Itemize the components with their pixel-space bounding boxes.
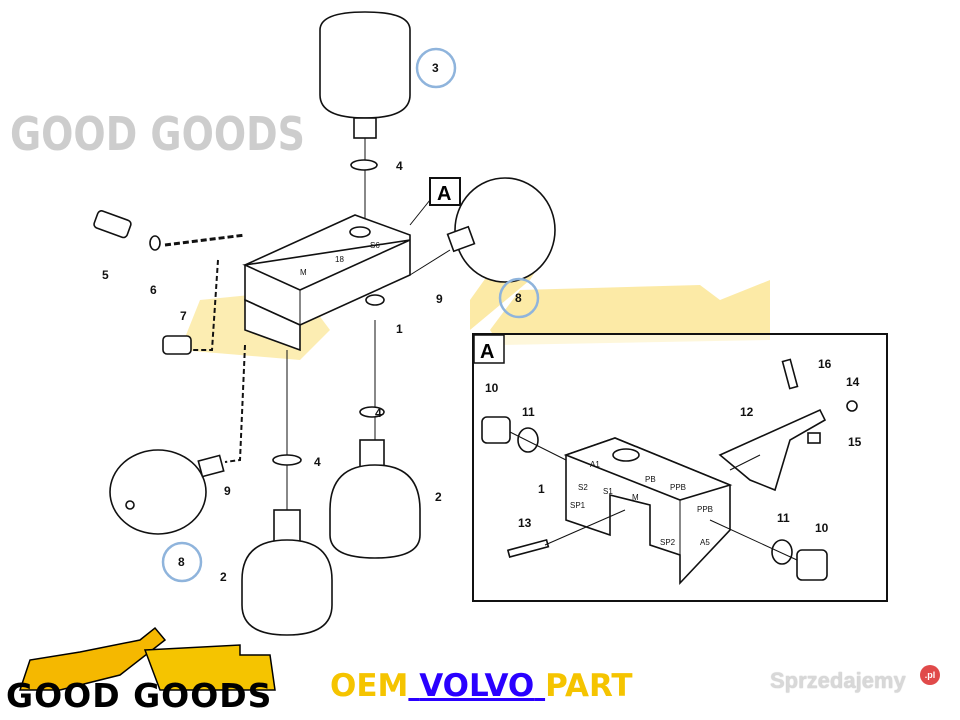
detail-view-a bbox=[472, 333, 888, 602]
accumulator-8-right bbox=[409, 177, 556, 283]
nut-14 bbox=[846, 400, 858, 412]
accumulator-8-left bbox=[109, 449, 225, 535]
callout-label: 8 bbox=[178, 555, 185, 569]
callout-circle bbox=[161, 541, 203, 583]
spacer-15 bbox=[807, 432, 821, 444]
callout-circle bbox=[498, 277, 540, 319]
bolt-16 bbox=[781, 358, 799, 390]
callout-label: 4 bbox=[314, 455, 321, 469]
callout-label: 4 bbox=[375, 406, 382, 420]
inset-callout-label: 10 bbox=[815, 521, 829, 535]
callouts: 3 4 5 6 7 1 9 8 4 4 9 8 2 2 10 11 16 14 12 15 1 13 11 10 bbox=[102, 47, 862, 584]
logo-text: GOOD GOODS bbox=[6, 676, 273, 715]
washer-11-right bbox=[771, 539, 793, 565]
inset-port-label: PB bbox=[645, 475, 656, 484]
inset-port-label: PPB bbox=[697, 505, 713, 514]
callout-label: 5 bbox=[102, 268, 109, 282]
inset-callout-label: 14 bbox=[846, 375, 860, 389]
inset-callout-label: 16 bbox=[818, 357, 832, 371]
inset-callout-label: 1 bbox=[538, 482, 545, 496]
inset-callout-label: 11 bbox=[777, 511, 790, 525]
valve-block bbox=[242, 214, 411, 352]
accumulator-2-right bbox=[329, 439, 421, 559]
callout-label: 4 bbox=[396, 159, 403, 173]
accumulator-3 bbox=[319, 11, 411, 230]
inset-port-label: A1 bbox=[590, 460, 600, 469]
inset-callout-label: 12 bbox=[740, 405, 754, 419]
volvo-text: VOLVO bbox=[419, 668, 535, 704]
site-badge: .pl bbox=[920, 665, 940, 685]
o-ring-4-top bbox=[350, 159, 378, 171]
callout-label: 3 bbox=[432, 61, 439, 75]
inset-port-label: SP2 bbox=[660, 538, 676, 547]
inset-callout-label: 10 bbox=[485, 381, 499, 395]
callout-circle bbox=[415, 47, 457, 89]
fitting-5 bbox=[93, 210, 132, 239]
callout-label: 9 bbox=[436, 292, 443, 306]
inset-port-label: S2 bbox=[578, 483, 588, 492]
washer-11-left bbox=[517, 427, 539, 453]
bolt-13 bbox=[506, 538, 550, 559]
washer-6 bbox=[149, 235, 161, 251]
inset-callout-label: 15 bbox=[848, 435, 862, 449]
watermark-text: GOOD GOODS bbox=[10, 107, 305, 161]
o-ring-4-mid bbox=[359, 406, 385, 418]
view-a-label: A bbox=[437, 183, 451, 205]
port-label: M bbox=[300, 268, 307, 277]
bracket-12 bbox=[718, 408, 827, 492]
inset-callout-label: 11 bbox=[522, 405, 535, 419]
port-label: 18 bbox=[335, 255, 344, 264]
inset-port-label: PPB bbox=[670, 483, 686, 492]
accumulator-2-left bbox=[241, 509, 333, 636]
inset-port-label: A5 bbox=[700, 538, 710, 547]
view-a-marker bbox=[429, 177, 461, 206]
fitting-7 bbox=[162, 335, 192, 355]
inset-port-label: M bbox=[632, 493, 639, 502]
watermark-dump-truck bbox=[490, 280, 770, 345]
oem-volvo-part: OEM VOLVO PART bbox=[330, 668, 633, 704]
port-label: S6 bbox=[370, 241, 380, 250]
callout-label: 2 bbox=[220, 570, 227, 584]
callout-label: 8 bbox=[515, 291, 522, 305]
inset-port-label: SP1 bbox=[570, 501, 586, 510]
site-watermark: Sprzedajemy bbox=[770, 668, 906, 693]
plug-10-left bbox=[481, 416, 511, 444]
inset-port-label: S1 bbox=[603, 487, 613, 496]
inset-view-label: A bbox=[480, 341, 494, 363]
o-ring-4-low bbox=[272, 454, 302, 466]
callout-label: 7 bbox=[180, 309, 187, 323]
part-text: PART bbox=[545, 668, 633, 704]
oem-text: OEM bbox=[330, 668, 409, 704]
callout-label: 6 bbox=[150, 283, 157, 297]
callout-label: 9 bbox=[224, 484, 231, 498]
callout-label: 1 bbox=[396, 322, 403, 336]
plug-10-right bbox=[796, 549, 828, 581]
inset-callout-label: 13 bbox=[518, 516, 532, 530]
volvo-link[interactable]: VOLVO bbox=[408, 668, 545, 704]
callout-label: 2 bbox=[435, 490, 442, 504]
